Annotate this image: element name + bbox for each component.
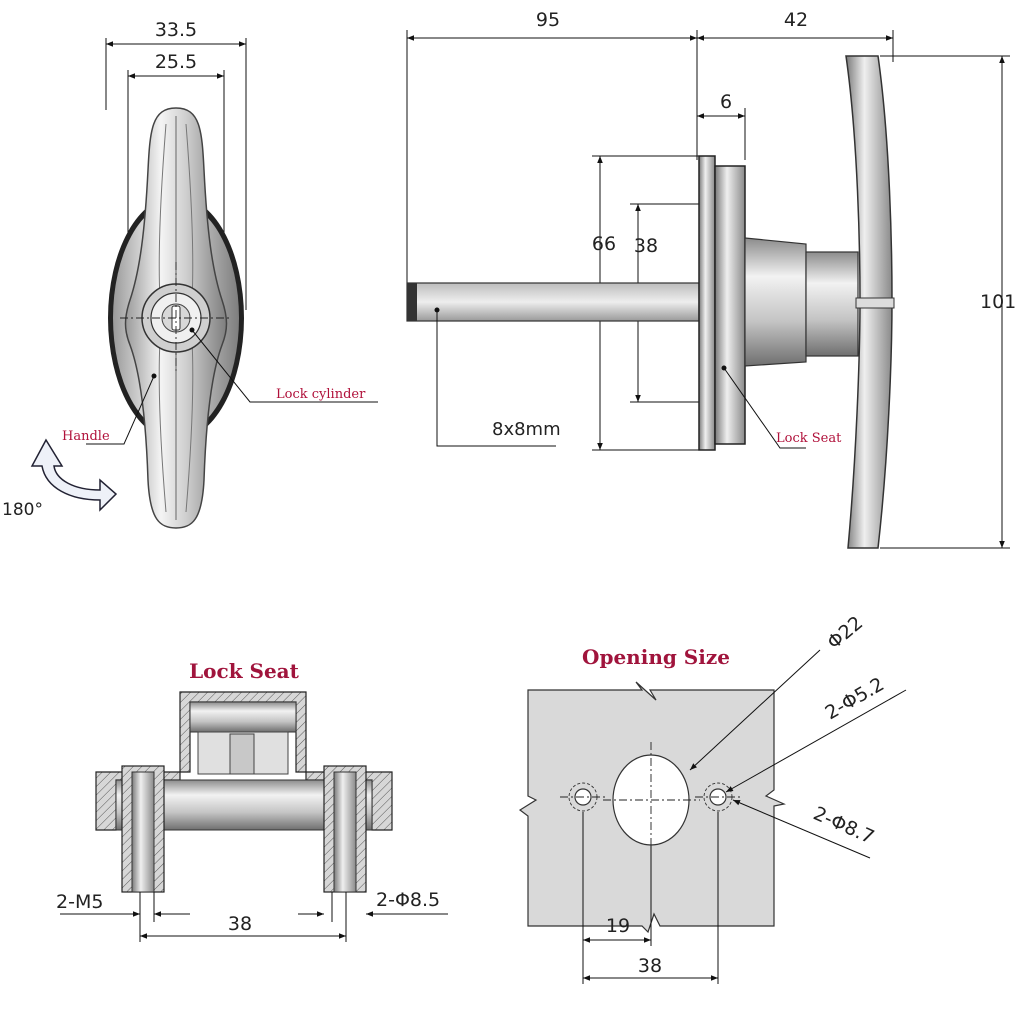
dim-center-hole: Φ22 — [823, 612, 867, 654]
dim-handle-depth: 42 — [784, 9, 808, 31]
handle-ridge — [158, 339, 167, 513]
label-lock-seat: Lock Seat — [776, 431, 842, 446]
label-handle: Handle — [62, 429, 110, 444]
boss-left-bore — [131, 771, 155, 893]
label-rotation: 180° — [2, 500, 43, 520]
dim-half-spacing: 19 — [606, 915, 630, 937]
opening-size-view: Opening Size Φ22 2-Φ5.2 2-Φ8.7 19 38 — [518, 612, 907, 984]
leader-line — [732, 799, 871, 859]
square-shaft — [406, 282, 700, 322]
seat-cup-inner — [189, 701, 297, 733]
dim-counterbore: 2-Φ8.7 — [810, 802, 878, 848]
dim-width-inner: 25.5 — [155, 51, 197, 73]
dim-shaft-length: 95 — [536, 9, 560, 31]
dim-spacing: 38 — [228, 913, 252, 935]
dim-thread: 2-M5 — [56, 891, 103, 913]
lock-seat-section: Lock Seat 38 2-M5 2-Φ8.5 — [56, 659, 448, 942]
dim-seat-thickness: 6 — [720, 91, 732, 113]
label-shaft: 8x8mm — [492, 419, 561, 440]
dim-total-height: 101 — [980, 291, 1016, 313]
rotation-arrow-icon — [30, 438, 118, 512]
dim-width-outer: 33.5 — [155, 19, 197, 41]
dim-seat-height: 66 — [592, 233, 616, 255]
cylinder-neck — [805, 251, 859, 357]
handle-ridge — [185, 339, 194, 513]
leader-line — [86, 375, 155, 445]
handle-ridge — [185, 123, 194, 301]
dim-hole-spacing: 38 — [634, 235, 658, 257]
boss-right-bore — [333, 771, 357, 893]
cylinder-body — [744, 237, 807, 367]
handle-hub — [855, 297, 895, 309]
leader-line — [191, 329, 378, 403]
dim-small-holes: 2-Φ5.2 — [822, 673, 889, 724]
leader-line — [436, 310, 556, 447]
title-lock-seat: Lock Seat — [189, 659, 300, 683]
label-lock-cylinder: Lock cylinder — [276, 387, 366, 402]
seat-slot — [229, 733, 255, 775]
dim-hole: 2-Φ8.5 — [376, 889, 440, 911]
handle-ridge — [158, 123, 167, 301]
title-opening-size: Opening Size — [582, 645, 730, 669]
leader-line — [689, 649, 821, 771]
dim-spacing-opening: 38 — [638, 955, 662, 977]
front-view: 33.5 25.5 Lock cylinder Handle 180° — [2, 19, 378, 529]
side-view: 95 42 6 66 38 101 8x8mm — [406, 9, 1016, 549]
shaft-end — [407, 283, 417, 321]
lock-seat-body — [714, 165, 746, 445]
leader-line — [723, 367, 806, 449]
leader-line — [725, 689, 907, 793]
lock-seat-flange — [698, 155, 716, 451]
